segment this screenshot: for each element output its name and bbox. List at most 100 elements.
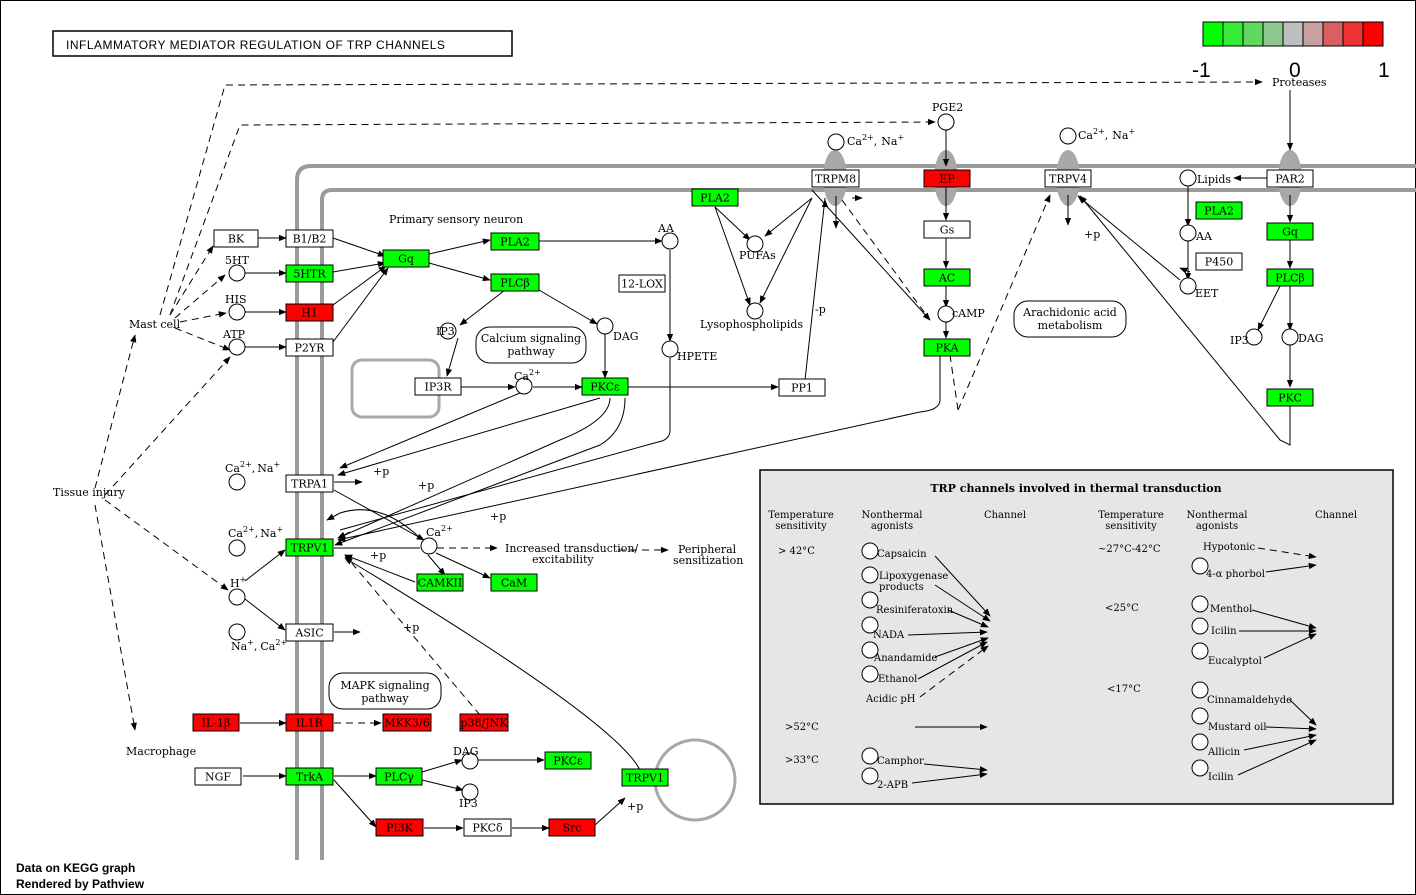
gene-gs[interactable]: Gs: [923, 220, 971, 239]
gene-plcg[interactable]: PLCγ: [375, 767, 423, 786]
gene-ac[interactable]: AC: [923, 268, 971, 287]
gene-p38jnk[interactable]: p38/JNK: [459, 713, 509, 732]
svg-text:Hypotonic: Hypotonic: [1203, 542, 1255, 553]
gene-label: 5HTR: [293, 268, 326, 281]
gene-ip3r[interactable]: IP3R: [414, 377, 462, 396]
compound-ions-trpm8[interactable]: [827, 133, 845, 151]
pathway-link-arachidonic[interactable]: Arachidonic acid metabolism: [1013, 300, 1127, 338]
compound-aa2[interactable]: AA: [1179, 224, 1213, 243]
compound-ip3b[interactable]: IP3: [1230, 328, 1263, 347]
scale-swatch: [1322, 21, 1344, 47]
ion-label-na-ca: Na+,Ca2+: [231, 638, 287, 653]
gene-pla2a[interactable]: PLA2: [490, 232, 540, 251]
cell-membrane: [295, 164, 1416, 860]
ion-labels: Ca2+,Na+ Ca2+,Na+ H+ Na+,Ca2+ Ca2+,Na+ C…: [225, 127, 1135, 653]
gene-plcb2[interactable]: PLCβ: [1266, 268, 1314, 287]
gene-trka[interactable]: TrkA: [285, 767, 334, 786]
svg-text:<25°C: <25°C: [1105, 603, 1139, 614]
gene-label: PKCδ: [472, 822, 503, 835]
compound-hpete[interactable]: HPETE: [661, 340, 717, 363]
gene-pkce2[interactable]: PKCε: [544, 751, 592, 770]
compound-ip3c[interactable]: IP3: [459, 783, 479, 810]
compound-ca-intracellular[interactable]: [515, 377, 533, 395]
svg-text:Channel: Channel: [1315, 510, 1357, 521]
gene-b1b2[interactable]: B1/B2: [285, 229, 334, 248]
gene-p2yr[interactable]: P2YR: [285, 338, 334, 357]
gene-trpm8a[interactable]: TRPM8: [811, 169, 860, 188]
gene-pi3k[interactable]: PI3K: [375, 818, 424, 837]
scale-swatch: [1362, 21, 1384, 47]
gene-pkce1[interactable]: PKCε: [581, 377, 629, 396]
gene-pla2c[interactable]: PLA2: [1195, 201, 1243, 220]
gene-src[interactable]: Src: [548, 818, 596, 837]
compound-ca-trpv1[interactable]: [420, 537, 438, 555]
svg-text:pathway: pathway: [361, 692, 409, 705]
ion-label-trpm8: Ca2+,Na+: [847, 133, 904, 148]
label-plus-p-6: +p: [627, 800, 643, 813]
compound-ions-trpv4[interactable]: [1059, 127, 1077, 145]
gene-camkii[interactable]: CAMKII: [416, 573, 464, 592]
label-plus-p-7: +p: [1084, 228, 1100, 241]
gene-pka[interactable]: PKA: [923, 338, 971, 357]
gene-il1r[interactable]: IL1R: [285, 713, 334, 732]
gene-trpv4a[interactable]: TRPV4: [1044, 169, 1092, 188]
compound-ip3a[interactable]: IP3: [436, 322, 457, 340]
gene-trpa1a[interactable]: TRPA1: [285, 474, 334, 493]
compound-ions-trpv1[interactable]: [228, 539, 246, 557]
gene-bk[interactable]: BK: [213, 229, 259, 248]
pathway-link-mapk[interactable]: MAPK signaling pathway: [328, 672, 442, 710]
compound-camp[interactable]: cAMP: [937, 305, 985, 323]
compound-eet[interactable]: EET: [1179, 277, 1219, 300]
gene-par2[interactable]: PAR2: [1266, 169, 1314, 188]
svg-text:sensitivity: sensitivity: [775, 521, 827, 532]
gene-p450[interactable]: P450: [1195, 252, 1243, 271]
gene-gq2[interactable]: Gq: [1266, 222, 1314, 241]
scale-mid-label: 0: [1289, 59, 1301, 82]
label-proteases: Proteases: [1272, 76, 1327, 89]
compound-dag1[interactable]: DAG: [596, 317, 639, 343]
gene-cam[interactable]: CaM: [490, 573, 538, 592]
compound-atp[interactable]: ATP: [222, 328, 246, 356]
gene-trpv1a[interactable]: TRPV1: [285, 538, 334, 557]
gene-label: H1: [301, 307, 318, 320]
compound-dag2[interactable]: DAG: [1281, 328, 1324, 346]
label-tissue-injury: Tissue injury: [53, 486, 126, 499]
gene-ngf[interactable]: NGF: [194, 767, 242, 786]
compound-ions-asic[interactable]: [228, 623, 246, 641]
gene-label: NGF: [205, 771, 231, 784]
compound-aa1[interactable]: AA: [657, 222, 679, 250]
gene-ep[interactable]: EP: [923, 169, 971, 188]
gene-label: IP3R: [424, 381, 452, 394]
compound-dag3[interactable]: DAG: [453, 745, 479, 770]
compound-label: Lysophospholipids: [700, 318, 803, 331]
gene-htr5[interactable]: 5HTR: [285, 264, 334, 283]
gene-label: PI3K: [386, 822, 414, 835]
gene-pp1[interactable]: PP1: [778, 378, 826, 397]
gene-trpv1b[interactable]: TRPV1: [621, 768, 669, 787]
pathway-link-calcium[interactable]: Calcium signaling pathway: [475, 326, 587, 364]
gene-pkcd[interactable]: PKCδ: [463, 818, 512, 837]
compound-ions-trpa1[interactable]: [228, 473, 246, 491]
compound-pufas[interactable]: PUFAs: [739, 235, 776, 262]
compound-pge2[interactable]: PGE2: [932, 101, 963, 131]
compound-lyso[interactable]: Lysophospholipids: [700, 302, 803, 331]
gene-il1b[interactable]: IL-1β: [192, 713, 240, 732]
compound-label: PUFAs: [739, 249, 776, 262]
gene-label: ASIC: [294, 627, 323, 640]
gene-plcb1[interactable]: PLCβ: [490, 273, 540, 292]
compound-lipids[interactable]: Lipids: [1179, 169, 1231, 187]
gene-asic[interactable]: ASIC: [285, 623, 334, 642]
gene-pla2b[interactable]: PLA2: [691, 188, 739, 207]
compound-h-ion[interactable]: [228, 588, 246, 606]
gene-label: IL-1β: [202, 717, 231, 730]
gene-gq1[interactable]: Gq: [382, 249, 430, 268]
svg-text:Temperature: Temperature: [768, 510, 834, 521]
gene-pkc[interactable]: PKC: [1266, 388, 1314, 407]
compound-his[interactable]: HIS: [225, 293, 246, 321]
compound-ht5[interactable]: 5HT: [225, 254, 250, 282]
gene-mkk36[interactable]: MKK3/6: [382, 713, 432, 732]
svg-text:Resiniferatoxin: Resiniferatoxin: [876, 605, 954, 616]
gene-lox12[interactable]: 12-LOX: [618, 274, 666, 293]
label-plus-p-5: +p: [403, 621, 419, 634]
gene-h1[interactable]: H1: [285, 303, 334, 322]
